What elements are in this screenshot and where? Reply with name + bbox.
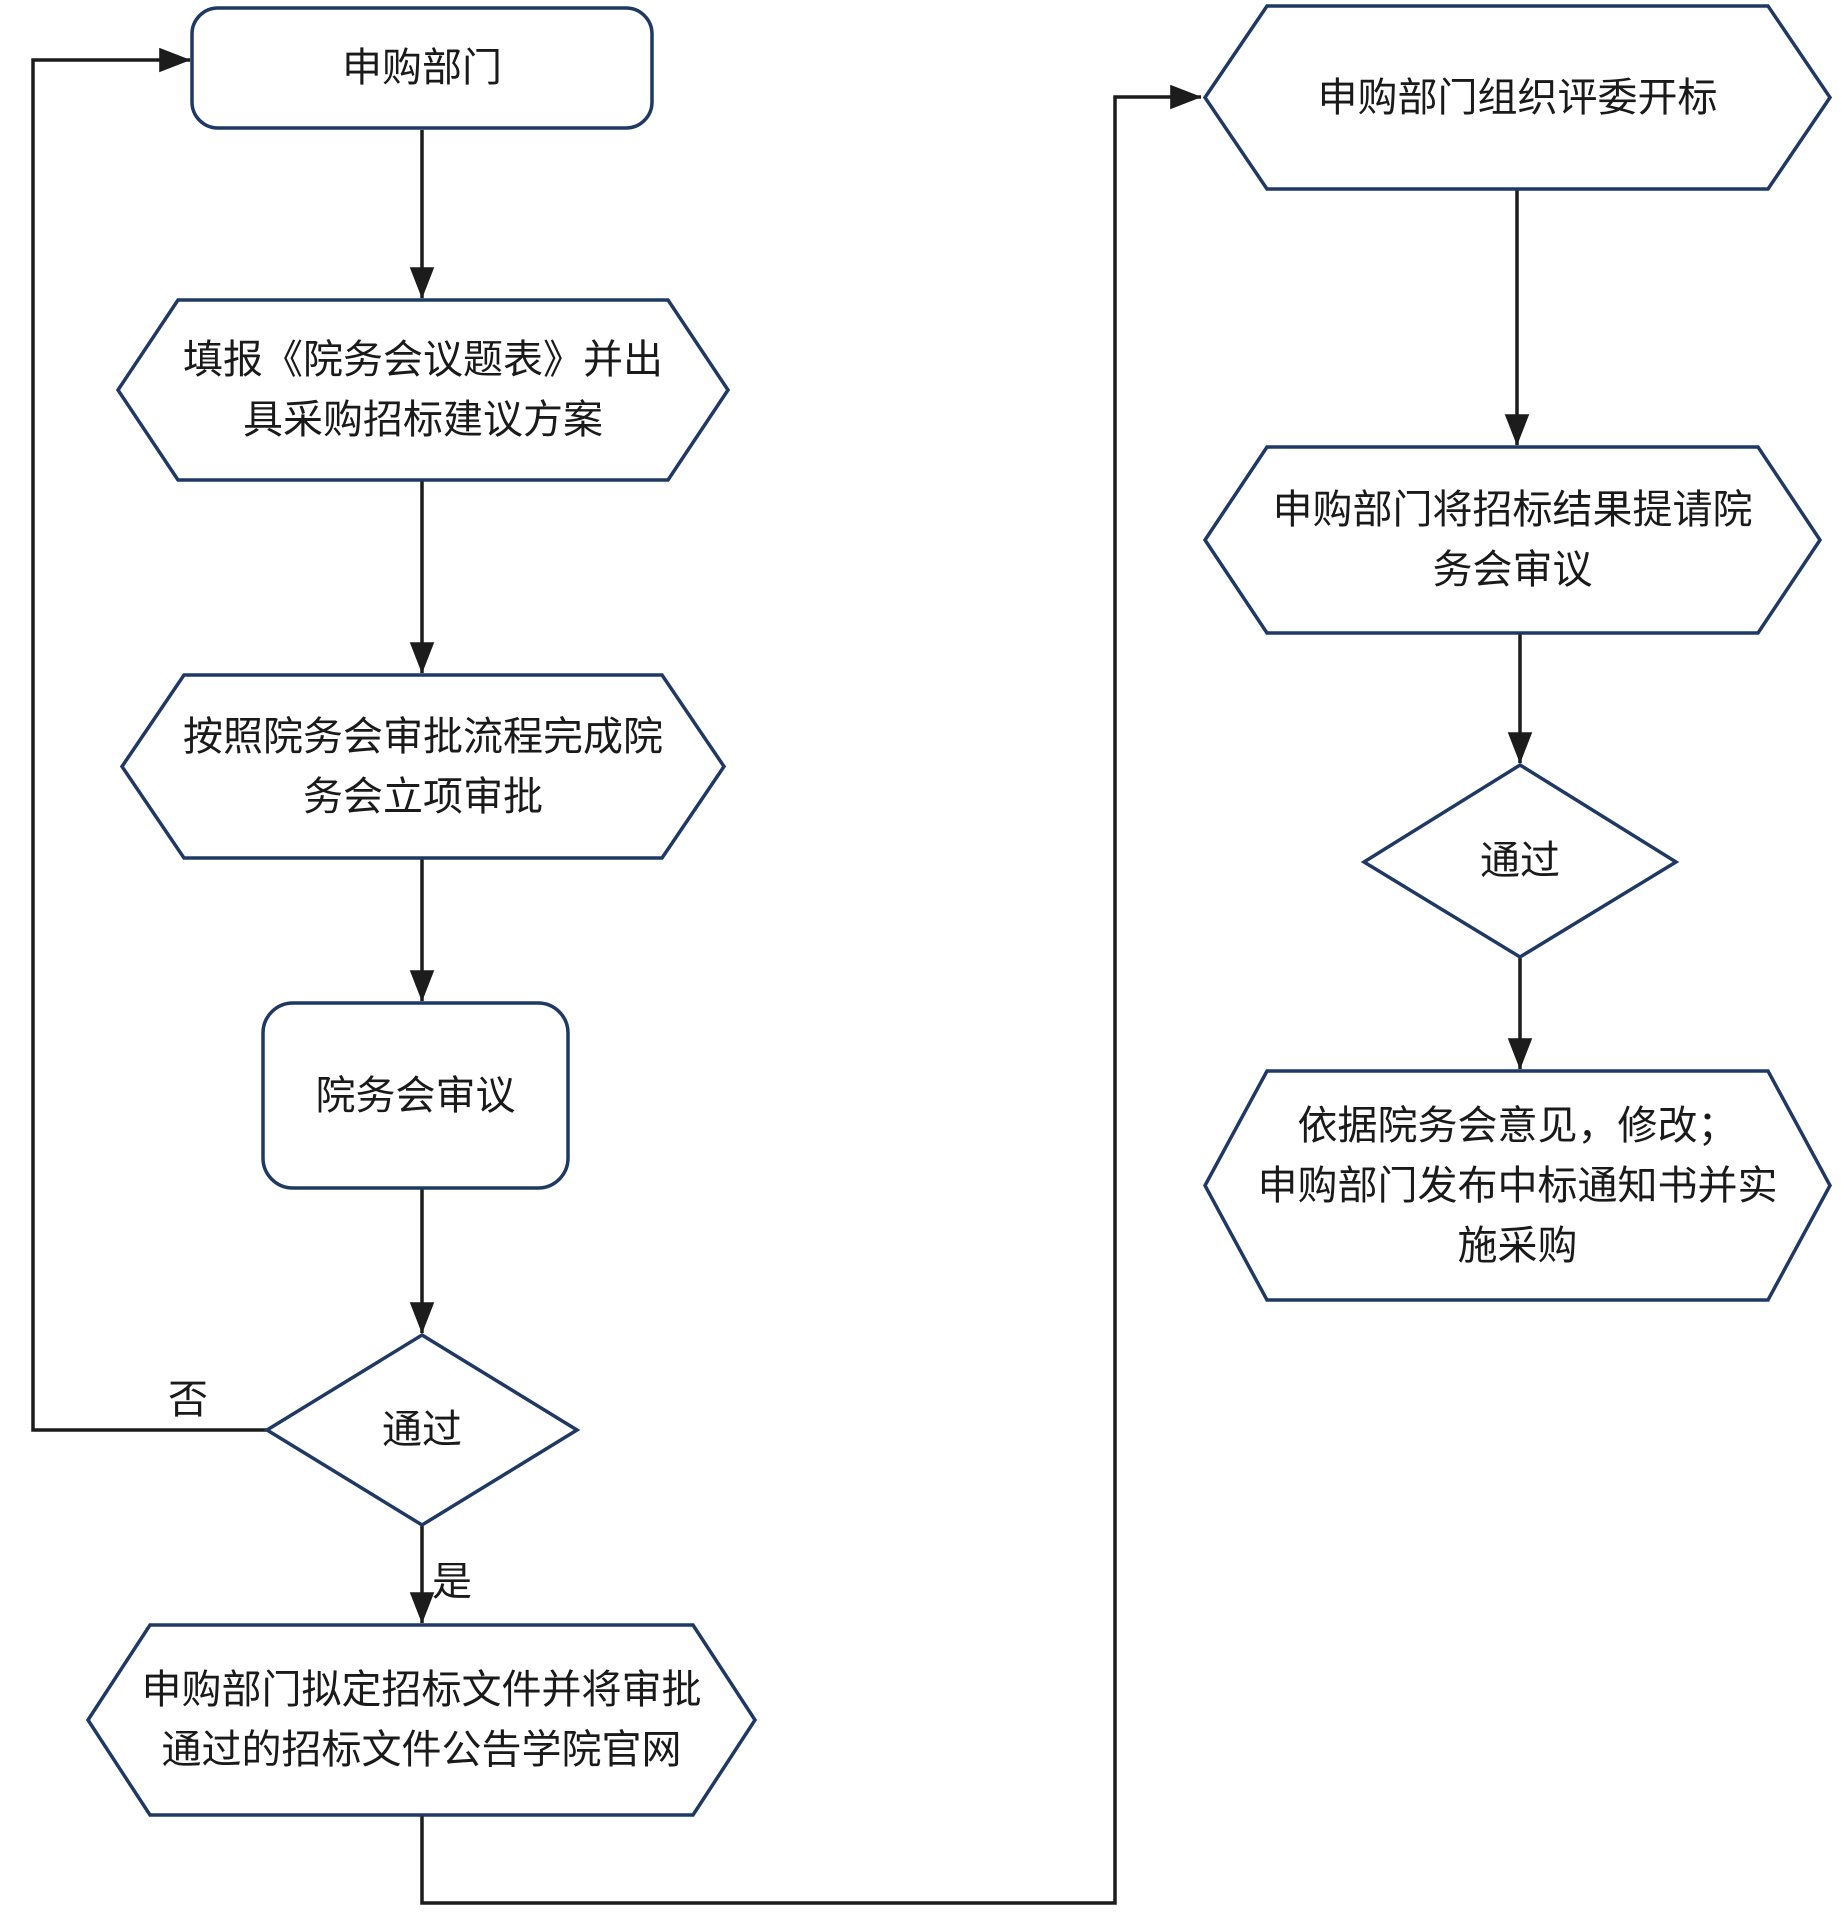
node-fill-topic-form-shape [115, 298, 731, 482]
node-draft-tender-documents-shape [85, 1623, 758, 1817]
node-issue-award-notice-shape [1203, 1069, 1832, 1302]
node-submit-bid-results-shape [1202, 445, 1823, 635]
edge-label-no: 否 [168, 1378, 208, 1422]
node-organize-bid-opening-shape [1202, 4, 1833, 191]
edge-no-loop [31, 47, 267, 1432]
node-decision-pass-left-shape [263, 1332, 581, 1528]
edge-label-yes: 是 [432, 1560, 472, 1604]
node-decision-pass-right-shape [1360, 762, 1680, 960]
connector-tender-to-bid-opening [420, 84, 1202, 1905]
node-council-project-approval-shape [119, 673, 727, 860]
node-council-review-shape [261, 1001, 570, 1190]
node-purchasing-dept-shape [190, 6, 654, 130]
